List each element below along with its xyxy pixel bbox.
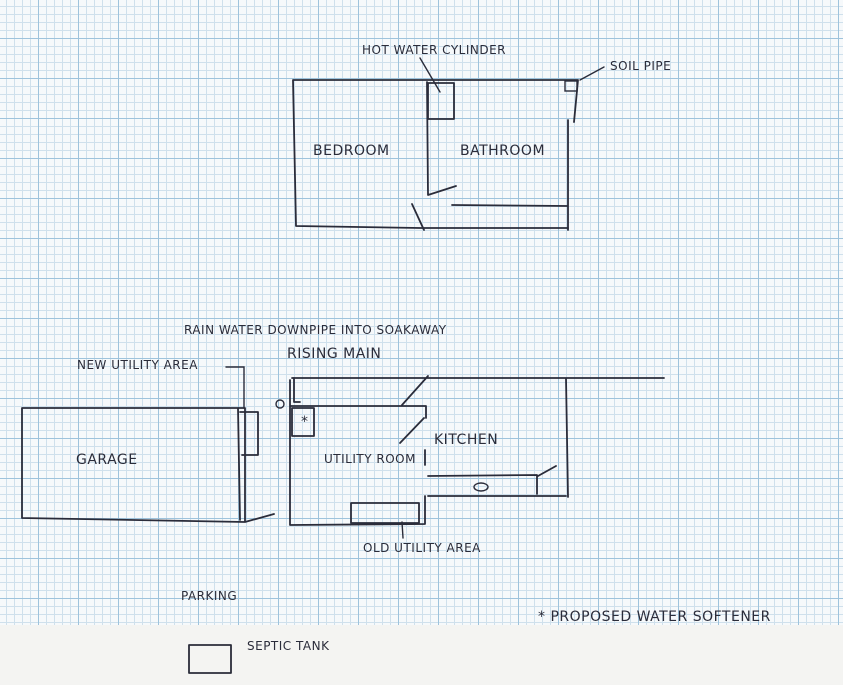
label-bathroom: BATHROOM [460, 143, 545, 159]
water-softener-box [291, 407, 315, 437]
label-bedroom: BEDROOM [313, 143, 390, 159]
old-utility-leader [401, 521, 404, 539]
kitchen-sink [473, 482, 489, 492]
label-septic-tank: SEPTIC TANK [247, 639, 330, 653]
soil-pipe-leader [579, 66, 605, 81]
label-water-softener: * PROPOSED WATER SOFTENER [538, 609, 771, 625]
label-soil-pipe: SOIL PIPE [610, 59, 671, 73]
new-utility-area [239, 411, 259, 456]
paper-margin [0, 625, 843, 685]
bedroom-bathroom-wall [426, 81, 457, 196]
label-old-utility-area: OLD UTILITY AREA [363, 541, 481, 555]
septic-tank-symbol [188, 644, 232, 674]
kitchen-walls [291, 375, 665, 498]
label-rainwater-downpipe: RAIN WATER DOWNPIPE INTO SOAKAWAY [184, 323, 447, 337]
label-hot-water-cylinder: HOT WATER CYLINDER [362, 43, 506, 57]
hot-water-cylinder-leader [419, 57, 441, 93]
soil-pipe-shape [564, 80, 578, 92]
label-parking: PARKING [181, 589, 237, 603]
new-utility-leader [225, 366, 245, 409]
utility-room-walls [289, 379, 427, 526]
label-garage: GARAGE [76, 452, 138, 468]
kitchen-worktop [427, 465, 557, 495]
label-rising-main: RISING MAIN [287, 346, 381, 362]
label-kitchen: KITCHEN [434, 432, 498, 448]
label-utility-room: UTILITY ROOM [324, 452, 416, 466]
kitchen-door [399, 417, 425, 444]
rainwater-downpipe-symbol [275, 399, 285, 409]
bathroom-inner-wall [451, 119, 569, 231]
garage-walls [21, 407, 275, 523]
label-softener-symbol: * [301, 414, 309, 430]
label-new-utility-area: NEW UTILITY AREA [77, 358, 198, 372]
upper-floor-outer-walls [292, 79, 579, 229]
upper-floor-plan [292, 57, 605, 231]
bedroom-door [411, 203, 425, 231]
old-utility-area-worktop [350, 502, 420, 524]
rising-main-pipe [293, 377, 301, 403]
hot-water-cylinder-shape [427, 82, 455, 120]
ground-floor-plan [21, 375, 665, 539]
